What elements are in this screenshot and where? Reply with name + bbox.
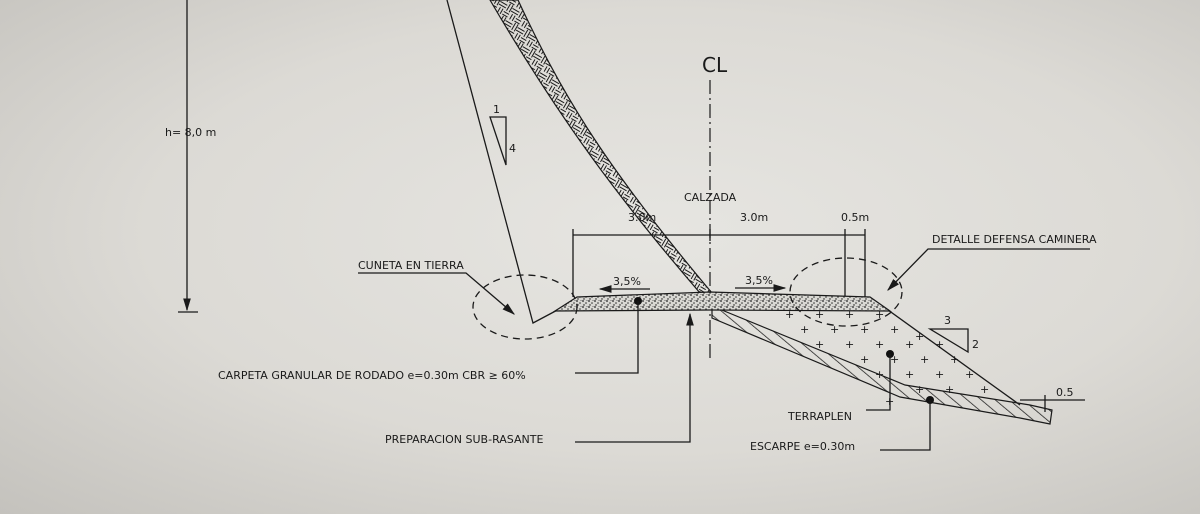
plus-mark: +	[945, 383, 954, 396]
cuneta-detail-ellipse	[472, 274, 578, 340]
slope-rise: 1	[493, 103, 500, 116]
dim-left-lane: 3.0m	[628, 211, 656, 224]
plus-mark: +	[890, 353, 899, 366]
plus-mark: +	[890, 323, 899, 336]
escarpe-hatch	[711, 305, 1053, 425]
plus-mark: +	[920, 353, 929, 366]
plus-mark: +	[980, 383, 989, 396]
height-dimension: h= 8,0 m	[165, 0, 216, 313]
terraplen-label: TERRAPLEN	[787, 410, 852, 423]
plus-mark: +	[915, 330, 924, 343]
plus-mark: +	[800, 323, 809, 336]
plus-mark: +	[950, 353, 959, 366]
defensa-label: DETALLE DEFENSA CAMINERA	[932, 233, 1097, 246]
plus-mark: +	[815, 338, 824, 351]
plus-mark: +	[860, 323, 869, 336]
centerline: CL	[702, 53, 728, 360]
plus-mark: +	[860, 353, 869, 366]
fill-rise: 2	[972, 338, 979, 351]
toe-dimension: 0.5	[1056, 386, 1074, 399]
width-dimensions: 3.0m 3.0m 0.5m	[572, 211, 869, 298]
plus-mark: +	[875, 308, 884, 321]
natural-ground-hatch	[489, 0, 714, 294]
defensa-detail-ellipse	[789, 257, 903, 327]
plus-mark: +	[905, 338, 914, 351]
cuneta-label: CUNETA EN TIERRA	[358, 259, 464, 272]
plus-mark: +	[935, 368, 944, 381]
plus-mark: +	[905, 368, 914, 381]
dim-shoulder: 0.5m	[841, 211, 869, 224]
cross-slope-right: 3,5%	[745, 274, 773, 287]
plus-mark: +	[785, 308, 794, 321]
carpeta-label: CARPETA GRANULAR DE RODADO e=0.30m CBR ≥…	[218, 369, 526, 382]
dim-right-lane: 3.0m	[740, 211, 768, 224]
plus-mark: +	[965, 368, 974, 381]
plus-mark: +	[815, 308, 824, 321]
height-label: h= 8,0 m	[165, 126, 216, 139]
plus-mark: +	[875, 338, 884, 351]
slope-ratio-cut: 1 4	[489, 103, 516, 166]
plus-mark: +	[935, 338, 944, 351]
escarpe-label: ESCARPE e=0.30m	[750, 440, 855, 453]
slope-ratio-fill: 3 2	[927, 314, 979, 354]
centerline-symbol: CL	[702, 53, 728, 77]
fill-slope-line	[887, 309, 1021, 406]
subrasante-label: PREPARACION SUB-RASANTE	[385, 433, 543, 446]
calzada-label: CALZADA	[684, 191, 737, 204]
slope-run: 4	[509, 142, 516, 155]
plus-mark: +	[845, 308, 854, 321]
terraplen-plus-marks: ++++++++++++++++++++++++++	[785, 308, 989, 408]
plus-mark: +	[845, 338, 854, 351]
terraplen-area	[720, 312, 1020, 405]
fill-run: 3	[944, 314, 951, 327]
granular-layer	[552, 291, 892, 312]
cross-slope-left: 3,5%	[613, 275, 641, 288]
plus-mark: +	[830, 323, 839, 336]
